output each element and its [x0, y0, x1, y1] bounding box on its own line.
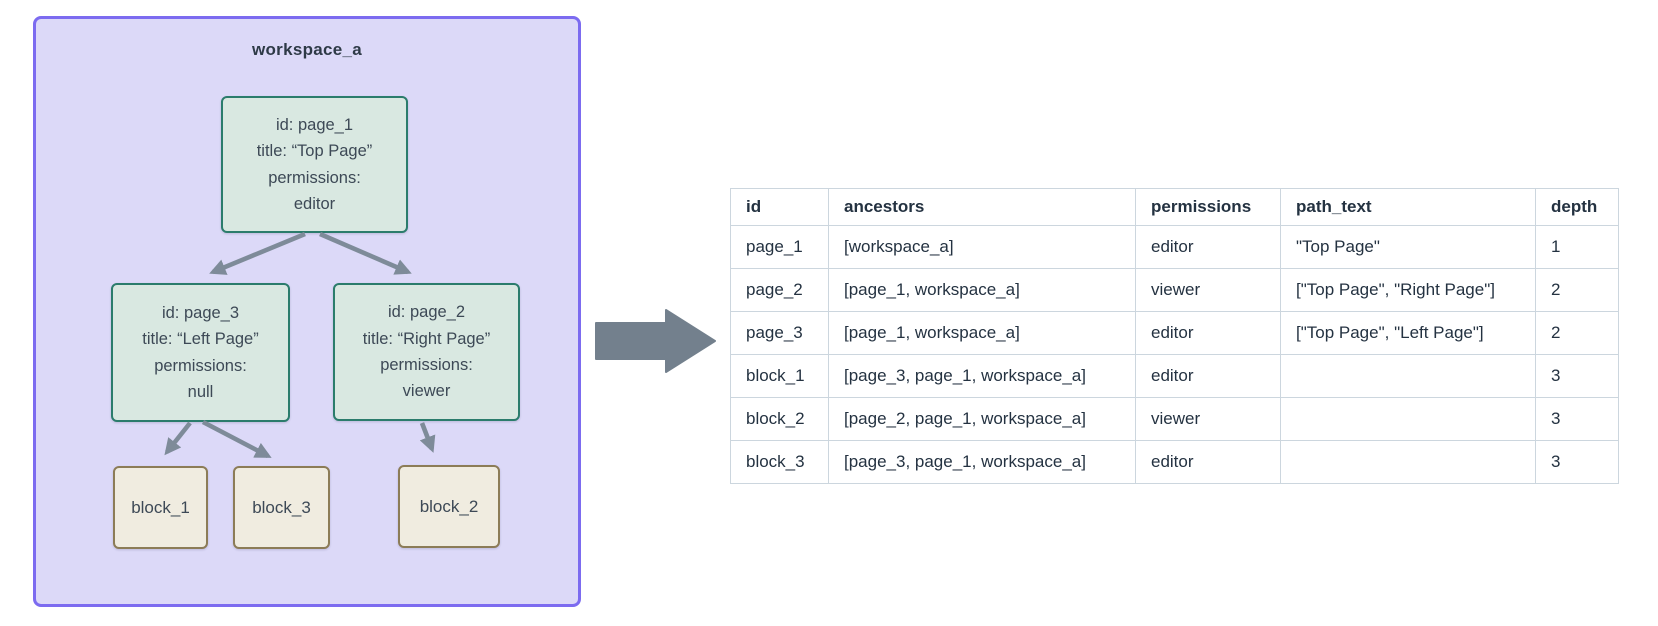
- table-row: block_3 [page_3, page_1, workspace_a] ed…: [730, 440, 1619, 484]
- cell-id: page_1: [730, 225, 829, 269]
- node-permissions-label: permissions:: [380, 356, 473, 374]
- cell-permissions: viewer: [1135, 268, 1281, 312]
- cell-ancestors: [page_1, workspace_a]: [828, 311, 1136, 355]
- cell-path-text: [1280, 397, 1536, 441]
- node-id-line: id: page_1: [275, 115, 354, 134]
- result-table: id ancestors permissions path_text depth…: [730, 188, 1619, 484]
- cell-depth: 3: [1535, 354, 1619, 398]
- cell-permissions: viewer: [1135, 397, 1281, 441]
- cell-ancestors: [page_3, page_1, workspace_a]: [828, 440, 1136, 484]
- table-row: page_1 [workspace_a] editor "Top Page" 1: [730, 225, 1619, 269]
- cell-id: block_2: [730, 397, 829, 441]
- cell-id: page_2: [730, 268, 829, 312]
- workspace-title: workspace_a: [251, 40, 363, 59]
- column-header-ancestors: ancestors: [828, 188, 1136, 226]
- block-label: block_3: [252, 497, 311, 517]
- cell-depth: 2: [1535, 268, 1619, 312]
- cell-path-text: [1280, 440, 1536, 484]
- node-title-line: title: “Left Page”: [142, 330, 259, 349]
- cell-depth: 2: [1535, 311, 1619, 355]
- cell-id: block_3: [730, 440, 829, 484]
- node-id-line: id: page_2: [387, 303, 466, 322]
- cell-ancestors: [page_2, page_1, workspace_a]: [828, 397, 1136, 441]
- node-permissions-value: null: [187, 382, 214, 401]
- cell-id: block_1: [730, 354, 829, 398]
- table-row: block_1 [page_3, page_1, workspace_a] ed…: [730, 354, 1619, 398]
- cell-permissions: editor: [1135, 225, 1281, 269]
- column-header-path-text: path_text: [1280, 188, 1536, 226]
- node-title-line: title: “Right Page”: [362, 329, 491, 348]
- transform-arrow-icon: [595, 309, 716, 373]
- node-permissions-value: viewer: [402, 382, 451, 401]
- node-page-3: id: page_3 title: “Left Page” permission…: [111, 283, 290, 422]
- cell-depth: 1: [1535, 225, 1619, 269]
- cell-path-text: ["Top Page", "Right Page"]: [1280, 268, 1536, 312]
- block-label: block_1: [131, 497, 190, 517]
- node-page-1: id: page_1 title: “Top Page” permissions…: [221, 96, 408, 233]
- table-row: block_2 [page_2, page_1, workspace_a] vi…: [730, 397, 1619, 441]
- table-row: page_3 [page_1, workspace_a] editor ["To…: [730, 311, 1619, 355]
- node-permissions-label: permissions:: [154, 356, 247, 375]
- node-block-2: block_2: [398, 465, 500, 548]
- node-block-1: block_1: [113, 466, 208, 549]
- cell-ancestors: [workspace_a]: [828, 225, 1136, 269]
- cell-permissions: editor: [1135, 354, 1281, 398]
- table-row: page_2 [page_1, workspace_a] viewer ["To…: [730, 268, 1619, 312]
- node-block-3: block_3: [233, 466, 330, 549]
- table-header-row: id ancestors permissions path_text depth: [730, 188, 1619, 226]
- node-page-2: id: page_2 title: “Right Page” permissio…: [333, 283, 520, 421]
- cell-path-text: [1280, 354, 1536, 398]
- cell-ancestors: [page_3, page_1, workspace_a]: [828, 354, 1136, 398]
- node-permissions-label: permissions:: [268, 168, 361, 187]
- node-id-line: id: page_3: [161, 303, 240, 322]
- block-label: block_2: [419, 496, 479, 516]
- cell-depth: 3: [1535, 397, 1619, 441]
- cell-permissions: editor: [1135, 311, 1281, 355]
- cell-depth: 3: [1535, 440, 1619, 484]
- workspace-panel: workspace_a id: page_1 title: “Top Page”…: [33, 16, 581, 607]
- column-header-depth: depth: [1535, 188, 1619, 226]
- cell-id: page_3: [730, 311, 829, 355]
- cell-ancestors: [page_1, workspace_a]: [828, 268, 1136, 312]
- cell-permissions: editor: [1135, 440, 1281, 484]
- cell-path-text: "Top Page": [1280, 225, 1536, 269]
- column-header-id: id: [730, 188, 829, 226]
- cell-path-text: ["Top Page", "Left Page"]: [1280, 311, 1536, 355]
- node-permissions-value: editor: [293, 194, 336, 213]
- node-title-line: title: “Top Page”: [256, 142, 373, 161]
- column-header-permissions: permissions: [1135, 188, 1281, 226]
